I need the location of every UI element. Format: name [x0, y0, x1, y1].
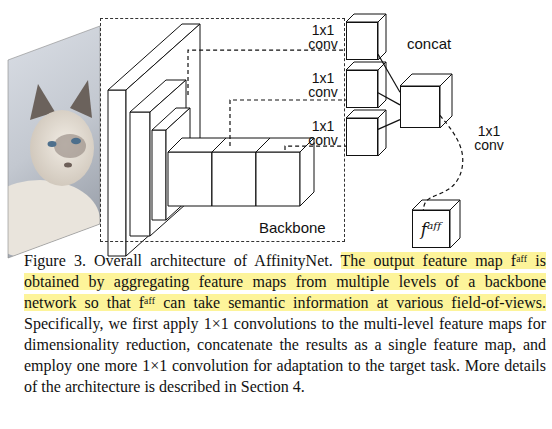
cat-mask: [54, 134, 86, 158]
feature-layer: [130, 112, 150, 236]
block-label: 1x1 conv: [305, 23, 341, 51]
cat-eye: [48, 141, 57, 147]
connector-line: [378, 54, 400, 92]
block-label: concat: [407, 35, 467, 53]
feature-layer: [108, 90, 126, 256]
cat-body: [0, 180, 100, 260]
cube-face: [378, 110, 386, 156]
connector-line: [378, 120, 400, 130]
region-label: Backbone: [259, 219, 349, 237]
cube-face: [440, 74, 452, 128]
edge-label: 1x1 conv: [470, 124, 508, 152]
cat-head: [30, 110, 94, 186]
dashed-connector: [230, 100, 346, 146]
input-image: [0, 0, 110, 270]
cat-eye: [71, 138, 81, 144]
cube-face: [378, 14, 386, 60]
photo-border: [8, 26, 100, 258]
conv-block: 1x1 conv: [346, 22, 378, 60]
feature-layer: [168, 152, 212, 206]
feature-layer: [152, 130, 166, 220]
concat-block: concat: [400, 86, 440, 128]
feature-symbol: fᵃᶠᶠ: [413, 211, 449, 247]
caption-text: Specifically, we first apply 1×1 convolu…: [24, 315, 546, 395]
dashed-connector: [285, 146, 346, 150]
conv-block: 1x1 conv: [346, 118, 378, 156]
caption-text: Figure 3. Overall architecture of Affini…: [24, 252, 341, 269]
cube-face: [450, 200, 460, 248]
cat-ear: [70, 80, 92, 118]
backbone-region: Backbone: [100, 18, 345, 242]
feature-layer: [256, 152, 300, 206]
connector-line: [378, 93, 400, 105]
dashed-connector: [423, 115, 462, 210]
block-label: 1x1 conv: [305, 119, 341, 147]
feature-layer: [300, 138, 314, 206]
output-feature-map: fᵃᶠᶠ: [412, 210, 450, 248]
cube-face: [378, 62, 386, 108]
block-label: 1x1 conv: [305, 71, 341, 99]
figure-caption: Figure 3. Overall architecture of Affini…: [24, 250, 546, 397]
conv-block: 1x1 conv: [346, 70, 378, 108]
dashed-connector: [188, 50, 346, 95]
feature-layer: [212, 152, 256, 206]
cat-nose: [64, 163, 72, 168]
